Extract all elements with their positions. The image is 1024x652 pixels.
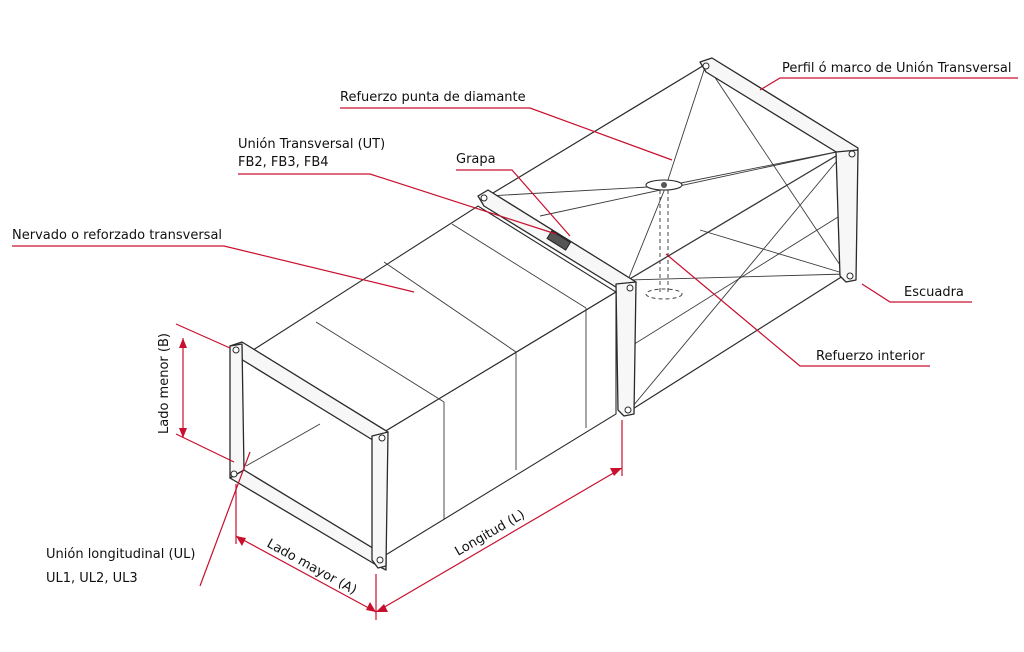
far-flange-frame	[699, 57, 859, 283]
near-flange-frame	[229, 341, 389, 571]
label-refuerzo-diamante: Refuerzo punta de diamante	[340, 90, 526, 105]
leader-lines	[12, 77, 1018, 587]
label-perfil: Perfil ó marco de Unión Transversal	[782, 61, 1011, 76]
label-longitud: Longitud (L)	[453, 507, 528, 559]
label-grapa: Grapa	[456, 152, 496, 167]
far-duct-section	[487, 63, 847, 413]
label-refuerzo-interior: Refuerzo interior	[816, 349, 925, 364]
dimension-lines	[175, 323, 623, 620]
label-union-longitudinal-codes: UL1, UL2, UL3	[46, 571, 138, 586]
label-lado-menor: Lado menor (B)	[157, 333, 172, 434]
label-union-longitudinal: Unión longitudinal (UL)	[46, 547, 195, 562]
grapa-clip	[546, 230, 572, 251]
middle-flange-frame	[477, 189, 637, 417]
label-nervado: Nervado o reforzado transversal	[12, 228, 222, 243]
near-duct-section	[245, 205, 618, 557]
label-union-transversal: Unión Transversal (UT)	[238, 137, 385, 152]
label-escuadra: Escuadra	[904, 285, 964, 300]
label-union-transversal-codes: FB2, FB3, FB4	[238, 155, 329, 170]
